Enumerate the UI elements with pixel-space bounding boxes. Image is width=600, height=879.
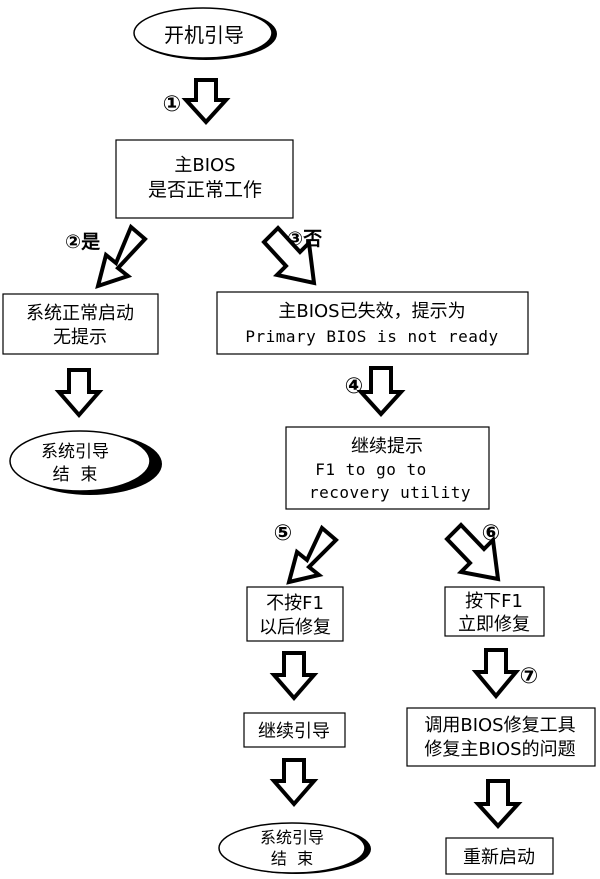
- step-5-label: ⑤: [274, 521, 293, 546]
- step-4-label: ④: [345, 374, 364, 399]
- start-node: 开机引导: [133, 7, 277, 60]
- step-6-label: ⑥: [482, 521, 501, 546]
- restart-label: 重新启动: [463, 847, 535, 868]
- bios-failed-box: [216, 291, 529, 355]
- decision-line1: 主BIOS: [174, 155, 235, 176]
- repair-line2: 修复主BIOS的问题: [424, 739, 575, 760]
- press-now-node: 按下F1 立即修复: [444, 586, 545, 637]
- repair-box: [406, 707, 596, 767]
- continue-prompt-node: 继续提示 F1 to go to recovery utility: [285, 426, 490, 510]
- bios-failed-line1: 主BIOS已失效，提示为: [278, 301, 465, 322]
- decision-node: 主BIOS 是否正常工作: [115, 139, 294, 219]
- restart-node: 重新启动: [445, 837, 554, 875]
- down-arrow-repair: [473, 779, 523, 829]
- press-now-line1: 按下F1: [465, 591, 523, 612]
- continue-boot-box: [243, 712, 346, 748]
- normal-boot-node: 系统正常启动 无提示: [2, 293, 159, 355]
- diagonal-arrow-no: [261, 225, 317, 286]
- start-oval: [133, 7, 273, 59]
- normal-boot-line2: 无提示: [53, 327, 107, 348]
- no-press-box: [246, 586, 344, 642]
- step-1-label: ①: [163, 92, 182, 117]
- decision-box: [115, 139, 294, 219]
- end-bottom-oval: [218, 822, 366, 874]
- end-left-oval: [9, 430, 151, 492]
- continue-prompt-box: [285, 426, 490, 510]
- diagonal-arrow-5: [286, 524, 339, 585]
- no-press-node: 不按F1 以后修复: [246, 586, 344, 642]
- bios-failed-line2: Primary BIOS is not ready: [245, 327, 498, 346]
- down-arrow-left: [54, 368, 104, 419]
- step-7-label: ⑦: [520, 664, 539, 689]
- bios-failed-node: 主BIOS已失效，提示为 Primary BIOS is not ready: [216, 291, 529, 355]
- no-press-line1: 不按F1: [266, 593, 324, 614]
- decision-line2: 是否正常工作: [148, 179, 262, 201]
- continue-boot-node: 继续引导: [243, 712, 346, 748]
- continue-boot-label: 继续引导: [258, 721, 330, 742]
- normal-boot-line1: 系统正常启动: [26, 303, 134, 324]
- down-arrow-7: [471, 648, 521, 700]
- normal-boot-box: [2, 293, 159, 355]
- repair-node: 调用BIOS修复工具 修复主BIOS的问题: [406, 707, 596, 767]
- end-bottom-node: 系统引导 结 束: [218, 822, 371, 874]
- repair-line1: 调用BIOS修复工具: [424, 715, 575, 736]
- diagonal-arrow-6: [444, 522, 501, 582]
- down-arrow-1: [181, 78, 231, 125]
- end-bottom-line1: 系统引导: [260, 828, 324, 847]
- restart-box: [445, 837, 554, 875]
- end-left-line2: 结 束: [53, 465, 98, 485]
- end-left-line1: 系统引导: [41, 442, 109, 462]
- no-press-line2: 以后修复: [259, 617, 331, 638]
- start-label: 开机引导: [164, 23, 244, 47]
- diagonal-arrow-yes: [95, 223, 148, 290]
- down-arrow-4: [356, 366, 406, 417]
- press-now-line2: 立即修复: [458, 614, 530, 635]
- down-arrow-continue: [269, 758, 319, 808]
- step-2-label: ②是: [65, 231, 100, 253]
- end-left-node: 系统引导 结 束: [9, 430, 162, 495]
- continue-prompt-line2: F1 to go to: [315, 460, 426, 479]
- end-bottom-line2: 结 束: [271, 849, 313, 868]
- down-arrow-5b: [269, 651, 319, 702]
- continue-prompt-line3: recovery utility: [309, 483, 471, 502]
- continue-prompt-line1: 继续提示: [351, 436, 423, 457]
- press-now-box: [444, 586, 545, 637]
